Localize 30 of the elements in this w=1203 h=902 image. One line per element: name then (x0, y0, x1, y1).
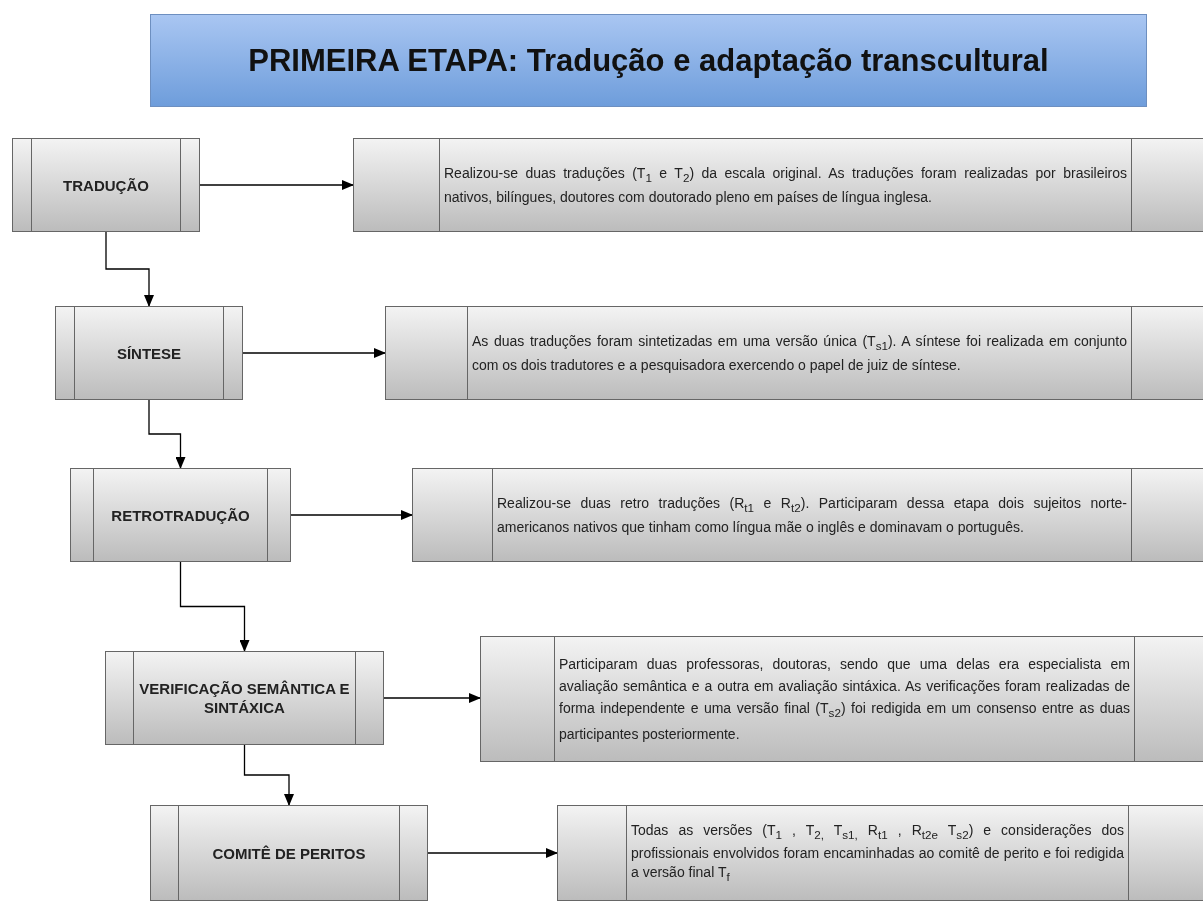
arrow (179, 561, 250, 652)
process-box (70, 468, 291, 562)
arrow (105, 231, 154, 307)
arrow (242, 348, 386, 358)
description-text: Realizou-se duas retro traduções (R$_{t1}$ e R$_{t2}$). Participaram dessa etapa dois sujeitos norte-americanos nativos que tinham como língua mãe o inglês e dominavam o português. (497, 493, 1127, 538)
process-box (12, 138, 200, 232)
step-label: COMITÊ DE PERITOS (212, 843, 366, 863)
description-text: Todas as versões (T$_{1}$ , T$_{2,}$ T$_{s1,}$ R$_{t1}$ , R$_{t2e}$ T$_{s2}$) e considerações dos profissionais envolvidos foram encaminhadas ao comitê de perito e foi redigida a versão final T$_{f}$ (631, 820, 1124, 885)
step-label: SÍNTESE (116, 343, 182, 363)
arrow (199, 180, 354, 190)
arrow (148, 399, 186, 469)
process-box (105, 651, 384, 745)
description-text: Participaram duas professoras, doutoras, sendo que uma delas era especialista em avaliação semântica e a outra em avaliação sintáxica. As verificações foram realizadas de forma independente e uma versão final (T$_{s2}$) foi redigida em um consenso entre as duas participantes posteriormente. (559, 654, 1130, 745)
arrow (243, 744, 294, 806)
description-box (557, 805, 1203, 901)
description-box (353, 138, 1203, 232)
step-label: RETROTRADUÇÃO (111, 505, 250, 525)
description-text: Realizou-se duas traduções (T$_{1}$ e T$_{2}$) da escala original. As traduções foram realizadas por brasileiros nativos, bilíngues, doutores com doutorado pleno em países de língua inglesa. (444, 163, 1127, 208)
process-box (150, 805, 428, 901)
description-box (480, 636, 1203, 762)
arrow (383, 693, 481, 703)
step-label: TRADUÇÃO (63, 175, 149, 195)
step-label: VERIFICAÇÃO SEMÂNTICA E SINTÁXICA (138, 679, 351, 717)
description-box (385, 306, 1203, 400)
arrow (290, 510, 413, 520)
process-box (55, 306, 243, 400)
description-text: As duas traduções foram sintetizadas em uma versão única (T$_{s1}$). A síntese foi realizada em conjunto com os dois tradutores e a pesquisadora exercendo o papel de juiz de síntese. (472, 331, 1127, 376)
arrow (427, 848, 558, 858)
description-box (412, 468, 1203, 562)
title-text: PRIMEIRA ETAPA: Tradução e adaptação transcultural (248, 42, 1049, 79)
